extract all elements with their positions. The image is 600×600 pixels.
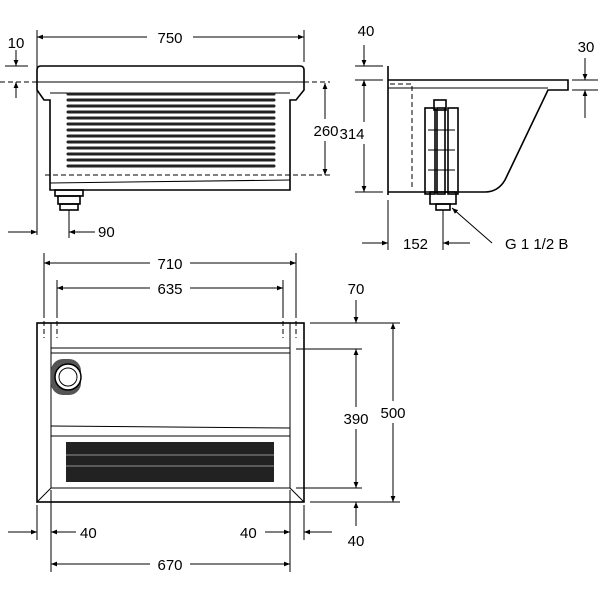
slats [66,92,276,168]
top-view: 710 635 70 390 500 40 40 40 670 [8,253,412,574]
dim-front-width: 750 [157,30,182,47]
dim-overall-depth: 500 [380,405,405,422]
dim-left-margin: 40 [80,525,97,542]
drain-fitting [54,189,84,211]
grille [66,442,274,482]
front-view: 750 10 260 90 [0,27,345,241]
dim-drain-depth: 152 [403,236,428,253]
dim-front-margin: 40 [348,533,365,550]
dim-fixing-height: 260 [313,123,338,140]
dim-right-margin: 40 [240,525,257,542]
dim-rear-margin: 70 [348,281,365,298]
dim-side-height: 314 [339,126,364,143]
dim-inner-width: 670 [157,557,182,574]
dim-wall-gap: 40 [358,23,375,40]
side-view: 40 314 30 152 G 1 1/2 B [339,23,598,253]
dim-rim-height: 30 [578,39,595,56]
drain-outlet [51,359,82,395]
drain-assembly [424,99,459,211]
dim-fixing-width: 635 [157,281,182,298]
dim-outer-width: 710 [157,256,182,273]
dim-inner-depth: 390 [343,411,368,428]
dim-rim-thickness: 10 [8,35,25,52]
dim-drain-offset: 90 [98,224,115,241]
label-drain-thread: G 1 1/2 B [505,236,568,253]
